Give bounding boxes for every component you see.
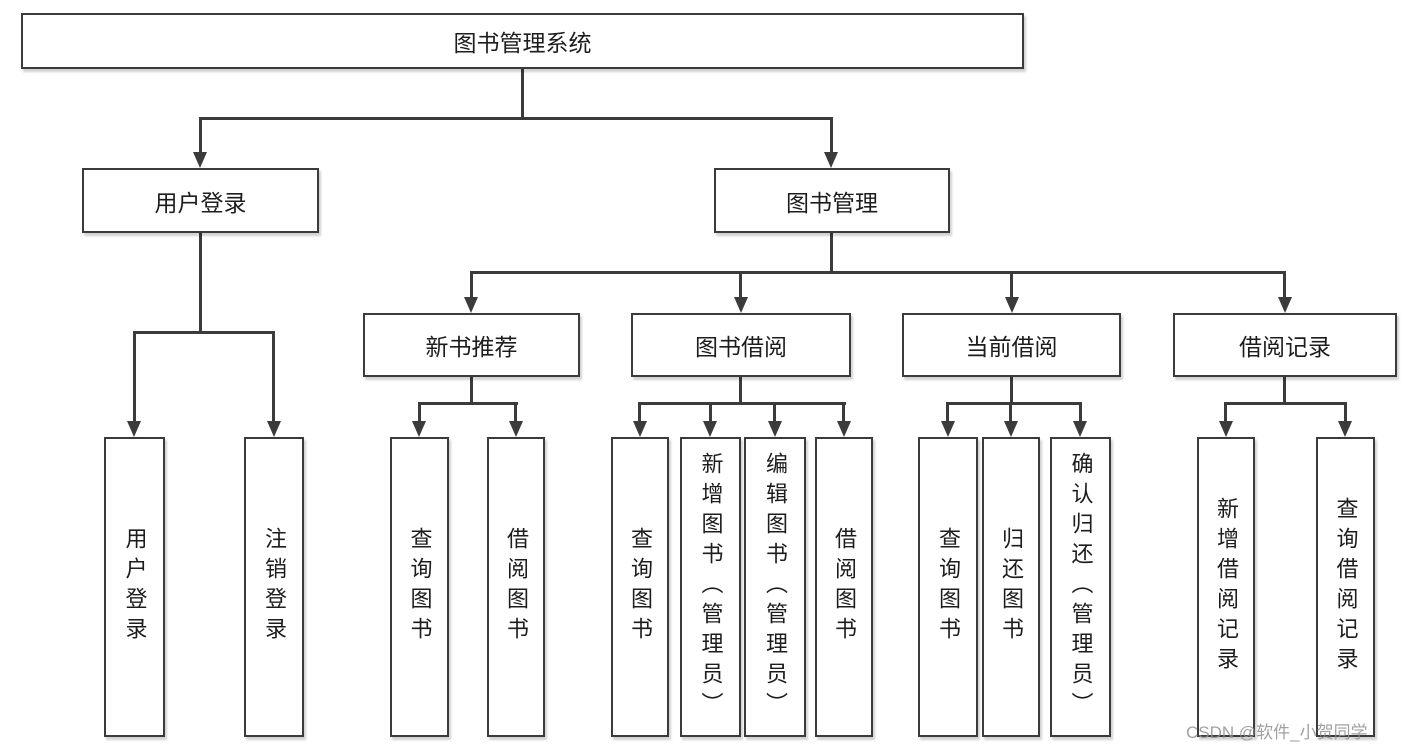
- node-leaf-user-login: 用户登录: [104, 437, 165, 737]
- node-root-library-system: 图书管理系统: [21, 13, 1024, 69]
- connector-line: [773, 402, 776, 422]
- node-leaf-logout: 注销登录: [244, 437, 304, 737]
- node-borrow-records: 借阅记录: [1173, 313, 1397, 377]
- connector-line: [946, 402, 1082, 405]
- node-leaf-return-books: 归还图书: [982, 437, 1040, 737]
- node-leaf-query-books-recommend: 查询图书: [390, 437, 449, 737]
- connector-line: [514, 402, 517, 422]
- connector-line: [199, 117, 202, 153]
- connector-line: [1224, 402, 1227, 422]
- connector-line: [830, 117, 833, 153]
- connector-line: [1009, 402, 1012, 422]
- arrowhead-down-icon: [193, 152, 207, 168]
- connector-line: [830, 233, 833, 273]
- connector-line: [418, 402, 518, 405]
- arrowhead-down-icon: [1073, 421, 1087, 437]
- connector-line: [1010, 273, 1013, 298]
- node-leaf-query-borrow-record: 查询借阅记录: [1316, 437, 1375, 737]
- connector-line: [133, 331, 275, 334]
- connector-line: [1224, 402, 1347, 405]
- connector-line: [133, 331, 136, 422]
- node-leaf-edit-books-admin: 编辑图书（管理员）: [744, 437, 806, 737]
- connector-line: [709, 402, 712, 422]
- connector-line: [272, 331, 275, 422]
- node-user-login: 用户登录: [82, 168, 319, 233]
- arrowhead-down-icon: [267, 421, 281, 437]
- arrowhead-down-icon: [1338, 421, 1352, 437]
- node-leaf-borrow-books-recommend: 借阅图书: [487, 437, 545, 737]
- connector-line: [739, 273, 742, 298]
- node-leaf-query-books-current: 查询图书: [918, 437, 978, 737]
- arrowhead-down-icon: [941, 421, 955, 437]
- arrowhead-down-icon: [703, 421, 717, 437]
- arrowhead-down-icon: [1219, 421, 1233, 437]
- node-leaf-add-borrow-record: 新增借阅记录: [1197, 437, 1255, 737]
- connector-line: [470, 271, 1286, 274]
- connector-line: [739, 376, 742, 405]
- arrowhead-down-icon: [509, 421, 523, 437]
- node-book-management: 图书管理: [714, 168, 950, 233]
- connector-line: [946, 402, 949, 422]
- connector-line: [521, 68, 524, 119]
- connector-line: [418, 402, 421, 422]
- arrowhead-down-icon: [1005, 297, 1019, 313]
- arrowhead-down-icon: [734, 297, 748, 313]
- connector-line: [638, 402, 846, 405]
- node-leaf-confirm-return-admin: 确认归还（管理员）: [1050, 437, 1111, 737]
- connector-line: [1283, 273, 1286, 298]
- node-new-book-recommend: 新书推荐: [363, 313, 580, 377]
- connector-line: [199, 233, 202, 333]
- arrowhead-down-icon: [633, 421, 647, 437]
- node-leaf-query-books-borrow: 查询图书: [611, 437, 669, 737]
- connector-line: [1283, 376, 1286, 405]
- arrowhead-down-icon: [1004, 421, 1018, 437]
- connector-line: [470, 273, 473, 298]
- node-current-borrow: 当前借阅: [902, 313, 1121, 377]
- arrowhead-down-icon: [127, 421, 141, 437]
- connector-line: [842, 402, 845, 422]
- arrowhead-down-icon: [412, 421, 426, 437]
- connector-line: [1010, 376, 1013, 405]
- connector-line: [470, 376, 473, 405]
- csdn-watermark: CSDN @软件_小贺同学: [1186, 723, 1368, 742]
- connector-line: [638, 402, 641, 422]
- node-book-borrow: 图书借阅: [631, 313, 851, 377]
- node-leaf-borrow-books: 借阅图书: [815, 437, 873, 737]
- connector-line: [199, 117, 833, 120]
- connector-line: [1344, 402, 1347, 422]
- arrowhead-down-icon: [1278, 297, 1292, 313]
- arrowhead-down-icon: [768, 421, 782, 437]
- connector-line: [1079, 402, 1082, 422]
- node-leaf-add-books-admin: 新增图书（管理员）: [680, 437, 741, 737]
- arrowhead-down-icon: [824, 152, 838, 168]
- arrowhead-down-icon: [837, 421, 851, 437]
- arrowhead-down-icon: [464, 297, 478, 313]
